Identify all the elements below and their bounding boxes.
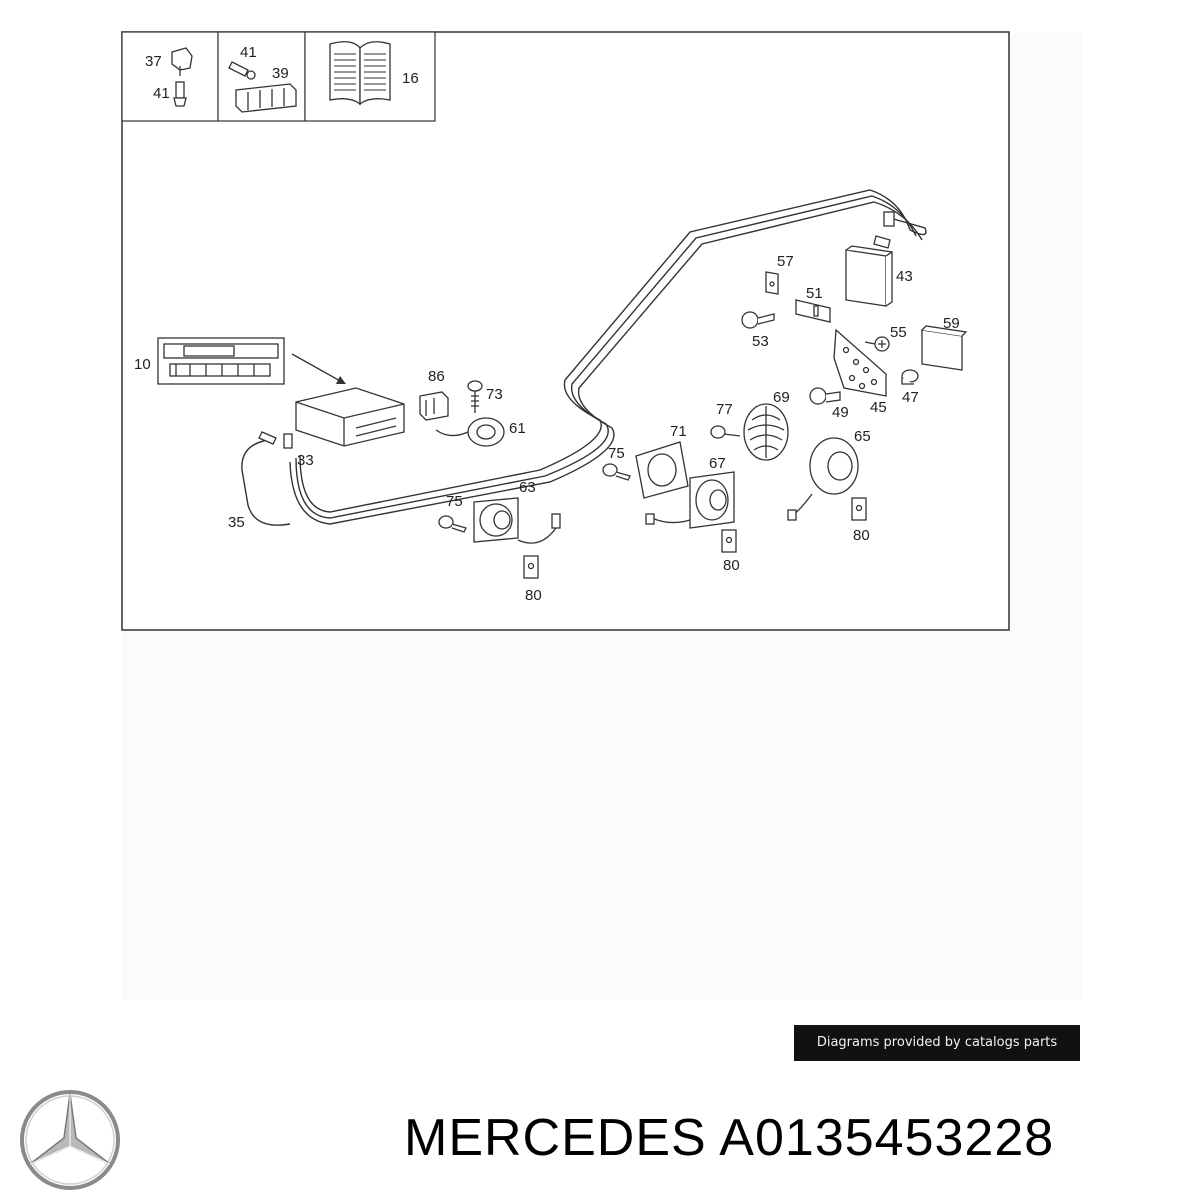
callout-80-a: 80 bbox=[525, 587, 542, 604]
clip-80-a bbox=[523, 555, 539, 579]
callout-86: 86 bbox=[428, 368, 445, 385]
callout-35: 35 bbox=[228, 514, 245, 531]
callout-61: 61 bbox=[509, 420, 526, 437]
speaker-61 bbox=[435, 417, 505, 447]
arrow-head bbox=[336, 376, 346, 384]
callout-53: 53 bbox=[752, 333, 769, 350]
grille-69 bbox=[743, 403, 789, 461]
callout-75-lower: 75 bbox=[446, 493, 463, 510]
screw-73 bbox=[467, 380, 483, 413]
module-43 bbox=[845, 245, 893, 307]
clip-80-c bbox=[851, 497, 867, 521]
bolt-53 bbox=[741, 311, 775, 329]
callout-49: 49 bbox=[832, 404, 849, 421]
switch-block-39 bbox=[235, 83, 297, 113]
bracket-57 bbox=[765, 271, 779, 295]
callout-57: 57 bbox=[777, 253, 794, 270]
callout-16: 16 bbox=[402, 70, 419, 87]
module-86 bbox=[419, 391, 449, 421]
callout-33: 33 bbox=[297, 452, 314, 469]
clip-80-b bbox=[721, 529, 737, 553]
radio-unit-10 bbox=[157, 337, 285, 385]
mercedes-star-icon bbox=[20, 1090, 120, 1190]
callout-37: 37 bbox=[145, 53, 162, 70]
callout-73: 73 bbox=[486, 386, 503, 403]
screw-77 bbox=[710, 425, 741, 439]
speaker-frame-71 bbox=[635, 441, 689, 499]
plug-47 bbox=[901, 369, 919, 385]
speaker-63 bbox=[473, 497, 561, 544]
speaker-67 bbox=[645, 471, 735, 529]
callout-63: 63 bbox=[519, 479, 536, 496]
screw-75-lower bbox=[438, 515, 467, 533]
callout-43: 43 bbox=[896, 268, 913, 285]
bolt-49 bbox=[809, 387, 841, 405]
callout-80-b: 80 bbox=[723, 557, 740, 574]
callout-80-c: 80 bbox=[853, 527, 870, 544]
arrow-radio bbox=[291, 353, 343, 383]
panel-59 bbox=[921, 325, 968, 371]
bracket-plate-45 bbox=[833, 328, 887, 397]
antenna-connector bbox=[258, 211, 895, 449]
callout-65: 65 bbox=[854, 428, 871, 445]
callout-67: 67 bbox=[709, 455, 726, 472]
callout-41-a: 41 bbox=[153, 85, 170, 102]
speaker-65 bbox=[787, 437, 859, 521]
callout-69: 69 bbox=[773, 389, 790, 406]
callout-45: 45 bbox=[870, 399, 887, 416]
callout-59: 59 bbox=[943, 315, 960, 332]
callout-41-b: 41 bbox=[240, 44, 257, 61]
brand-name: MERCEDES bbox=[404, 1109, 707, 1167]
callout-47: 47 bbox=[902, 389, 919, 406]
bracket-51 bbox=[795, 299, 831, 323]
callout-39: 39 bbox=[272, 65, 289, 82]
callout-71: 71 bbox=[670, 423, 687, 440]
manual-book-16 bbox=[329, 41, 391, 106]
clip-part-37 bbox=[171, 47, 193, 107]
callout-55: 55 bbox=[890, 324, 907, 341]
callout-10: 10 bbox=[134, 356, 151, 373]
screw-75-upper bbox=[602, 463, 631, 481]
diagram-credit-badge: Diagrams provided by catalogs parts bbox=[794, 1025, 1080, 1061]
radio-housing-33 bbox=[295, 387, 405, 447]
diagram-frame bbox=[121, 31, 1010, 631]
callout-75-upper: 75 bbox=[608, 445, 625, 462]
callout-77: 77 bbox=[716, 401, 733, 418]
plug-part-41 bbox=[228, 61, 256, 80]
part-number: A0135453228 bbox=[719, 1109, 1055, 1167]
screw-55 bbox=[864, 336, 890, 352]
parts-diagram: 37 41 41 39 16 10 86 73 61 33 35 57 43 5… bbox=[121, 31, 1010, 631]
part-title: MERCEDES A0135453228 bbox=[404, 1108, 1054, 1168]
inset-box-1 bbox=[121, 31, 219, 122]
callout-51: 51 bbox=[806, 285, 823, 302]
antenna-cable bbox=[241, 189, 927, 526]
